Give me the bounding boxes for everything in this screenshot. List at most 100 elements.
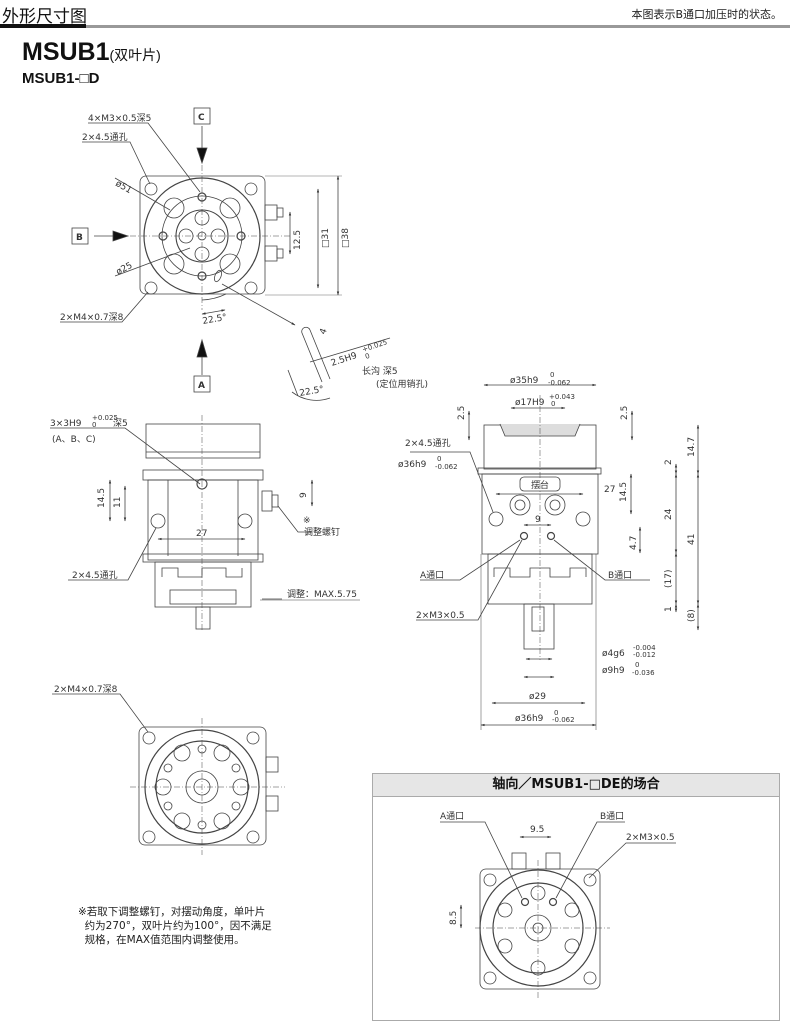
side-dia17-tol-lower: 0 bbox=[551, 400, 555, 408]
section-title: 外形尺寸图 bbox=[2, 7, 87, 27]
marker-c-box bbox=[193, 107, 211, 125]
leader-through-holes bbox=[82, 141, 151, 185]
label-pin-tol-lower: 0 bbox=[92, 421, 96, 429]
front-view-base bbox=[154, 561, 252, 608]
label-m4-holes: 2×M4×0.7深8 bbox=[60, 312, 124, 323]
side-dia35: ø35h9 bbox=[510, 376, 539, 386]
leader-axial-port-a bbox=[440, 821, 523, 899]
leader-side-through bbox=[410, 451, 494, 513]
marker-b-box bbox=[71, 227, 89, 245]
side-dia4-tol-upper: -0.004 bbox=[633, 644, 656, 652]
drawing-labels: 4×M3×0.5深5 2×4.5通孔 ø51 ø25 2×M4×0.7深8 22… bbox=[50, 113, 697, 925]
front-view bbox=[50, 415, 360, 632]
model-name: MSUB1 bbox=[22, 38, 110, 66]
leader-dia51 bbox=[114, 177, 171, 211]
swing-label: 摆台 bbox=[531, 479, 549, 491]
side-dim-2-5-right: 2.5 bbox=[620, 406, 630, 420]
label-dim-sq38: □38 bbox=[341, 228, 351, 248]
slot-tolerance: 2.5H9 bbox=[330, 351, 359, 369]
label-through-holes: 2×4.5通孔 bbox=[82, 132, 128, 143]
axial-port-a: A通口 bbox=[440, 811, 464, 822]
slot-detail bbox=[287, 326, 391, 401]
side-dim-4-7: 4.7 bbox=[629, 536, 639, 550]
top-view-corner-holes bbox=[144, 182, 258, 295]
label-pin-holes: 3×3H9 bbox=[50, 419, 82, 429]
slot-angle: 22.5° bbox=[299, 385, 325, 399]
label-pin-refs: (A、B、C) bbox=[52, 435, 96, 445]
bottom-m4-holes: 2×M4×0.7深8 bbox=[54, 684, 118, 695]
side-port-a: A通口 bbox=[420, 570, 444, 581]
label-m3-holes: 4×M3×0.5深5 bbox=[88, 113, 151, 124]
axial-dim-8-5: 8.5 bbox=[449, 911, 459, 925]
header-rule bbox=[86, 25, 790, 28]
label-pin-tol-upper: +0.025 bbox=[92, 414, 118, 422]
side-dim-9: 9 bbox=[535, 515, 541, 525]
marker-a-label: A bbox=[198, 381, 205, 391]
side-dia35-tol-lower: -0.062 bbox=[548, 379, 571, 387]
label-dim-12-5: 12.5 bbox=[293, 230, 303, 250]
axial-m3-ports: 2×M3×0.5 bbox=[626, 833, 675, 843]
slot-tol-upper: +0.025 bbox=[361, 338, 388, 354]
side-dim-1: 1 bbox=[664, 606, 674, 612]
side-dia36-tol-upper: 0 bbox=[437, 455, 441, 463]
leader-m3-ports bbox=[416, 539, 523, 621]
axial-box-title: 轴向／MSUB1-□DE的场合 bbox=[373, 774, 779, 797]
side-dia9: ø9h9 bbox=[602, 666, 625, 676]
side-dia29: ø29 bbox=[529, 692, 546, 702]
side-dia36-tol-lower: -0.062 bbox=[435, 463, 458, 471]
marker-c-label: C bbox=[198, 113, 205, 123]
side-dim-8: (8) bbox=[687, 609, 697, 622]
leader-m4-holes bbox=[60, 291, 149, 323]
side-view-shaft bbox=[523, 603, 555, 650]
label-adjust-screw: 调整螺钉 bbox=[304, 526, 340, 538]
side-dia4-tol-lower: -0.012 bbox=[633, 651, 656, 659]
header-rule-accent bbox=[0, 24, 86, 28]
port-b-hole bbox=[546, 531, 556, 541]
top-view-slot bbox=[214, 269, 222, 283]
label-dia51: ø51 bbox=[114, 179, 134, 196]
side-dia35-tol-upper: 0 bbox=[550, 371, 554, 379]
slot-dim-4: 4 bbox=[318, 327, 329, 336]
arrow-b-icon bbox=[112, 230, 130, 242]
label-screw-mark: ※ bbox=[303, 516, 311, 526]
side-m3-ports: 2×M3×0.5 bbox=[416, 611, 465, 621]
side-dim-14-5: 14.5 bbox=[619, 482, 629, 502]
front-dim-27: 27 bbox=[196, 529, 207, 539]
leader-port-b bbox=[553, 539, 650, 581]
side-dim-2: 2 bbox=[664, 459, 674, 465]
slot-desc-1: 长沟 深5 bbox=[362, 365, 398, 377]
side-dim-27: 27 bbox=[604, 485, 615, 495]
side-dim-41: 41 bbox=[687, 534, 697, 545]
arrow-a-icon bbox=[196, 338, 208, 358]
side-view bbox=[410, 383, 700, 730]
axial-box bbox=[372, 773, 780, 1021]
leader-axial-m3 bbox=[588, 842, 676, 879]
leader-slot-detail bbox=[221, 283, 296, 326]
side-dia17: ø17H9 bbox=[515, 398, 545, 408]
slot-tol-lower: 0 bbox=[364, 352, 371, 361]
side-dia36-top: ø36h9 bbox=[398, 460, 427, 470]
marker-a-box bbox=[193, 375, 211, 393]
side-dim-2-5-left: 2.5 bbox=[457, 406, 467, 420]
axial-view bbox=[440, 821, 676, 1000]
leader-pin-holes bbox=[50, 427, 201, 485]
side-dim-17: (17) bbox=[664, 570, 674, 588]
top-view-fittings bbox=[264, 204, 284, 262]
front-view-top-block bbox=[145, 423, 261, 459]
side-dia36-bottom: ø36h9 bbox=[515, 714, 544, 724]
model-suffix: (双叶片) bbox=[109, 47, 161, 63]
leader-port-a bbox=[420, 539, 521, 581]
front-view-body bbox=[147, 479, 259, 561]
front-dim-14-5: 14.5 bbox=[97, 488, 107, 508]
front-view-flange bbox=[142, 469, 264, 481]
side-through-holes: 2×4.5通孔 bbox=[405, 438, 451, 449]
side-dim-14-7: 14.7 bbox=[687, 437, 697, 457]
side-dim-24: 24 bbox=[664, 508, 674, 520]
leader-bottom-m4 bbox=[52, 693, 149, 733]
footnote: ※若取下调整螺钉，对摆动角度，单叶片 约为270°，双叶片约为100°，因不满足… bbox=[78, 906, 272, 946]
leader-axial-port-b bbox=[555, 821, 625, 899]
label-pin-depth: 深5 bbox=[113, 418, 128, 429]
leader-adjust-screw bbox=[277, 505, 312, 533]
leader-front-through bbox=[68, 527, 157, 581]
